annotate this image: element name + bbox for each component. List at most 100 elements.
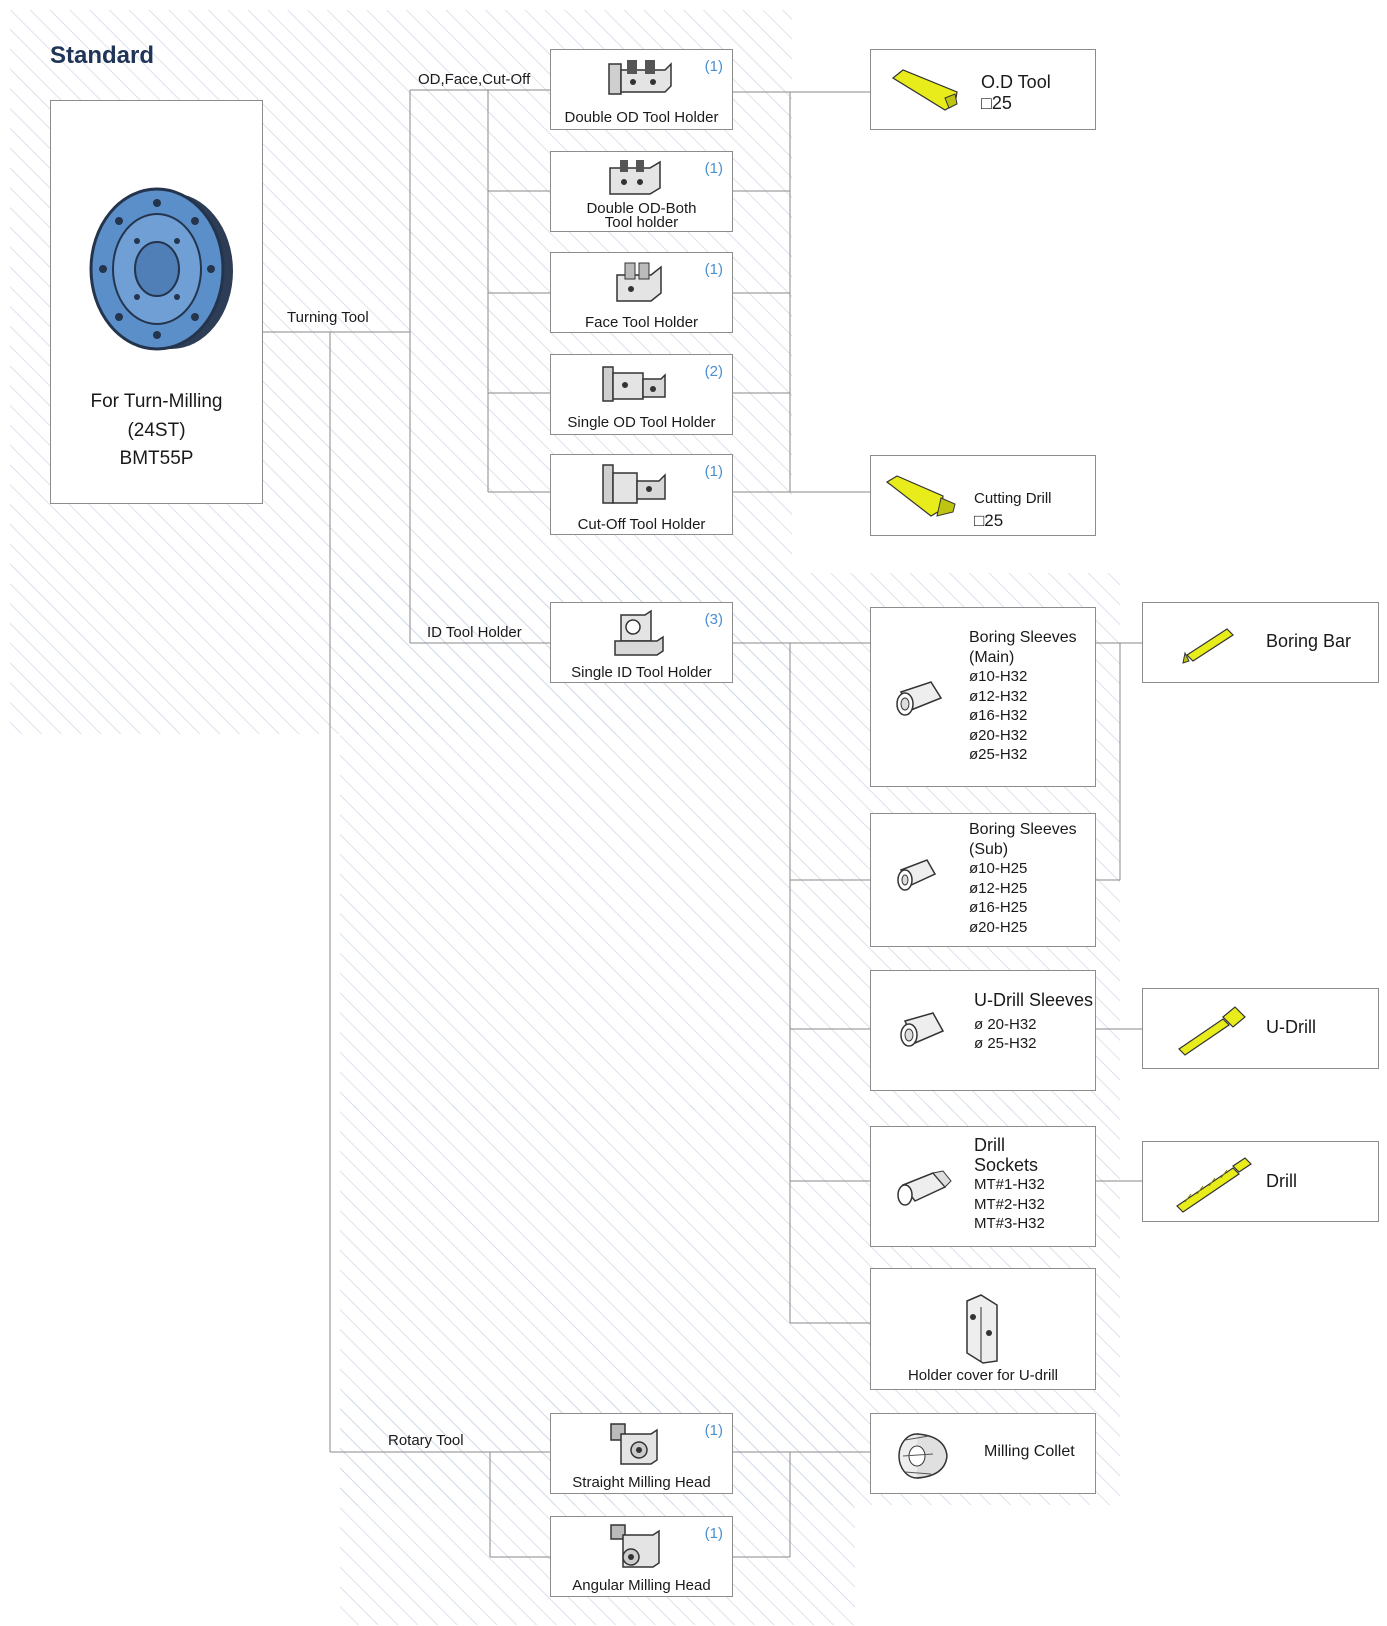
holder-label: Double OD-Both [586, 200, 697, 217]
boring-sleeves-main-card[interactable]: Boring Sleeves (Main) ø10-H32 ø12-H32 ø1… [870, 607, 1096, 787]
udrill-sleeves-card[interactable]: U-Drill Sleeves ø 20-H32 ø 25-H32 [870, 970, 1096, 1091]
holder-cover-label: Holder cover for U-drill [907, 1367, 1059, 1384]
holder-label: Face Tool Holder [584, 314, 699, 331]
drill-label: Drill [1266, 1171, 1297, 1191]
holder-label: Double OD Tool Holder [564, 109, 719, 126]
size-item: MT#1-H32 [974, 1176, 1045, 1193]
size-item: ø10-H32 [969, 668, 1028, 685]
holder-label: Cut-Off Tool Holder [577, 516, 706, 533]
holder-label: Straight Milling Head [572, 1474, 711, 1491]
boring-main-name: Boring Sleeves (Main) ø10-H32 ø12-H32 ø1… [969, 628, 1077, 765]
turret-line-1: For Turn-Milling [90, 391, 223, 412]
holder-face[interactable]: (1) Face Tool Holder [550, 252, 733, 333]
holder-count: (1) [704, 160, 723, 177]
holder-double-od-both[interactable]: (1) Double OD-Both Tool holder [550, 151, 733, 232]
cut-off-holder-icon [602, 464, 666, 504]
holder-single-id[interactable]: (3) Single ID Tool Holder [550, 602, 733, 683]
drill-sockets-card[interactable]: Drill Sockets MT#1-H32 MT#2-H32 MT#3-H32 [870, 1126, 1096, 1247]
udrill-card[interactable]: U-Drill [1142, 988, 1379, 1069]
holder-count: (1) [704, 1422, 723, 1439]
branch-label-turning: Turning Tool [287, 309, 369, 326]
boring-sub-sub: (Sub) [969, 840, 1009, 858]
holder-count: (1) [704, 261, 723, 278]
holder-count: (2) [704, 363, 723, 380]
boring-main-title: Boring Sleeves [969, 629, 1077, 646]
udrill-icon [1178, 1006, 1246, 1056]
boring-sleeve-icon [896, 681, 943, 716]
holder-label-line2: Tool holder [604, 214, 679, 231]
single-id-holder-icon [614, 609, 664, 656]
holder-angular-milling[interactable]: (1) Angular Milling Head [550, 1516, 733, 1597]
od-tool-icon [891, 69, 958, 111]
boring-sleeves-sub-card[interactable]: Boring Sleeves (Sub) ø10-H25 ø12-H25 ø16… [870, 813, 1096, 947]
holder-count: (3) [704, 611, 723, 628]
branch-label-id: ID Tool Holder [427, 624, 522, 641]
holder-cut-off[interactable]: (1) Cut-Off Tool Holder [550, 454, 733, 535]
size-item: ø20-H25 [969, 918, 1028, 936]
branch-label-od-face: OD,Face,Cut-Off [418, 71, 531, 88]
turret-card[interactable]: For Turn-Milling (24ST) BMT55P [50, 100, 263, 504]
holder-label: Angular Milling Head [572, 1577, 711, 1594]
drill-sockets-title-1: Drill [974, 1135, 1005, 1155]
od-tool-card[interactable]: O.D Tool □25 [870, 49, 1096, 130]
boring-sleeve-sub-icon [897, 859, 937, 891]
straight-milling-head-icon [610, 1423, 658, 1465]
holder-cover-icon [966, 1294, 998, 1364]
double-od-both-holder-icon [609, 160, 661, 195]
size-item: ø12-H25 [969, 879, 1028, 897]
turret-icon [89, 187, 233, 351]
drill-icon [1176, 1157, 1252, 1213]
size-item: ø10-H25 [969, 860, 1028, 877]
turret-line-3: BMT55P [119, 448, 194, 469]
size-item: ø 20-H32 [974, 1015, 1037, 1033]
holder-count: (1) [704, 1525, 723, 1542]
holder-single-od[interactable]: (2) Single OD Tool Holder [550, 354, 733, 435]
udrill-sleeves-title: U-Drill Sleeves [974, 990, 1094, 1010]
size-item: ø16-H25 [969, 899, 1028, 916]
drill-sockets-text: Drill Sockets MT#1-H32 MT#2-H32 MT#3-H32 [974, 1135, 1045, 1234]
boring-main-sub: (Main) [969, 648, 1015, 666]
udrill-sleeve-icon [900, 1012, 945, 1047]
milling-collet-card[interactable]: Milling Collet [870, 1413, 1096, 1494]
cutting-drill-size: □25 [974, 511, 1004, 530]
udrill-label: U-Drill [1266, 1017, 1316, 1037]
size-item: ø12-H32 [969, 687, 1028, 705]
od-tool-size: □25 [981, 93, 1012, 113]
holder-straight-milling[interactable]: (1) Straight Milling Head [550, 1413, 733, 1494]
udrill-sleeves-text: U-Drill Sleeves ø 20-H32 ø 25-H32 [974, 990, 1094, 1054]
size-item: ø20-H32 [969, 726, 1028, 744]
holder-label: Single OD Tool Holder [567, 414, 716, 431]
holder-label: Single ID Tool Holder [571, 664, 712, 681]
cutting-drill-card[interactable]: Cutting Drill □25 [870, 455, 1096, 536]
size-item: ø16-H32 [969, 707, 1028, 724]
boring-bar-icon [1182, 628, 1234, 664]
holder-count: (1) [704, 58, 723, 75]
angular-milling-head-icon [610, 1524, 660, 1568]
boring-sub-title: Boring Sleeves [969, 821, 1077, 838]
size-item: MT#2-H32 [974, 1195, 1045, 1213]
single-od-holder-icon [602, 366, 666, 402]
drill-socket-icon [897, 1170, 952, 1206]
holder-cover-card[interactable]: Holder cover for U-drill [870, 1268, 1096, 1390]
milling-collet-icon [898, 1433, 948, 1479]
branch-label-rotary: Rotary Tool [388, 1432, 464, 1449]
turret-line-2: (24ST) [127, 420, 186, 441]
od-tool-name: O.D Tool [981, 72, 1051, 92]
milling-collet-label: Milling Collet [984, 1443, 1075, 1460]
holder-double-od[interactable]: (1) Double OD Tool Holder [550, 49, 733, 130]
cutting-drill-name: Cutting Drill [974, 490, 1052, 507]
drill-sockets-title-2: Sockets [974, 1155, 1039, 1175]
boring-bar-card[interactable]: Boring Bar [1142, 602, 1379, 683]
boring-sub-name: Boring Sleeves (Sub) ø10-H25 ø12-H25 ø16… [969, 820, 1077, 937]
holder-count: (1) [704, 463, 723, 480]
face-holder-icon [616, 262, 662, 302]
size-item: ø25-H32 [969, 746, 1028, 763]
size-item: MT#3-H32 [974, 1215, 1045, 1232]
cutting-drill-icon [885, 475, 956, 517]
page-title: Standard [50, 42, 155, 69]
double-od-holder-icon [608, 60, 672, 95]
drill-card[interactable]: Drill [1142, 1141, 1379, 1222]
boring-bar-label: Boring Bar [1266, 631, 1352, 651]
size-item: ø 25-H32 [974, 1035, 1037, 1052]
